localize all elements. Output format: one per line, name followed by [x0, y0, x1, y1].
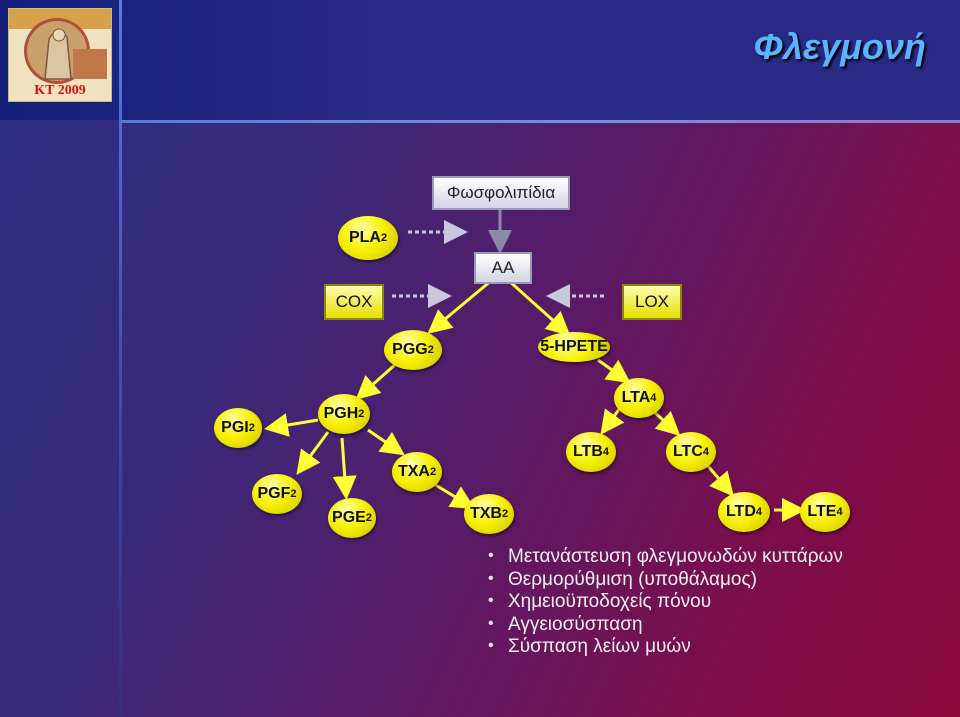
pgg2-sub: 2 [428, 344, 434, 356]
arrow-pgh2-txa2 [368, 430, 400, 452]
pge2-sub: 2 [366, 512, 372, 524]
lta4-sub: 4 [650, 392, 656, 404]
arrow-pgg2-pgh2 [360, 362, 398, 396]
txa2-label: TXA [398, 463, 430, 481]
arrow-lta4-ltb4 [604, 408, 620, 430]
ltd4-sub: 4 [756, 506, 762, 518]
hpete-label: 5-HPETE [540, 338, 608, 356]
aa-box: AA [474, 252, 532, 284]
txb2-sub: 2 [502, 508, 508, 520]
list-item: Μετανάστευση φλεγμονωδών κυττάρων [488, 546, 843, 569]
arrow-pgh2-pge2 [342, 438, 346, 494]
pla2-sub: 2 [381, 232, 387, 244]
ltc4-label: LTC [673, 443, 703, 461]
txb2-label: TXB [470, 505, 502, 523]
lox-box: LOX [622, 284, 682, 320]
list-item: Θερμορύθμιση (υποθάλαμος) [488, 569, 843, 592]
cox-box: COX [324, 284, 384, 320]
pgi2-label: PGI [221, 419, 249, 437]
arrow-txa2-txb2 [434, 484, 470, 506]
arrow-pgh2-pgf2 [300, 432, 328, 470]
arrow-ltc4-ltd4 [708, 466, 730, 492]
list-item: Σύσπαση λείων μυών [488, 636, 843, 659]
phospholipids-box: Φωσφολιπίδια [432, 176, 570, 210]
arrow-aa-hpete [508, 280, 566, 332]
lte4-label: LTE [807, 503, 836, 521]
ltd4-label: LTD [726, 503, 756, 521]
pgh2-label: PGH [324, 405, 359, 423]
ltc4-sub: 4 [703, 446, 709, 458]
pge2-label: PGE [332, 509, 366, 527]
ltb4-sub: 4 [603, 446, 609, 458]
arrow-aa-pgg2 [432, 280, 492, 330]
arrow-hpete-lta4 [598, 360, 626, 380]
pgg2-label: PGG [392, 341, 428, 359]
list-item: Αγγειοσύσπαση [488, 614, 843, 637]
pgi2-sub: 2 [249, 422, 255, 434]
pgf2-sub: 2 [290, 488, 296, 500]
ltb4-label: LTB [573, 443, 603, 461]
pla2-label: PLA [349, 229, 381, 247]
pgf2-label: PGF [257, 485, 290, 503]
effects-list: Μετανάστευση φλεγμονωδών κυττάρων Θερμορ… [488, 546, 843, 659]
lte4-sub: 4 [836, 506, 842, 518]
list-item: Χημειοϋποδοχείς πόνου [488, 591, 843, 614]
txa2-sub: 2 [430, 466, 436, 478]
pgh2-sub: 2 [358, 408, 364, 420]
hpete-node: 5-HPETE [538, 332, 610, 362]
arrow-pgh2-pgi2 [270, 420, 318, 428]
lta4-label: LTA [622, 389, 651, 407]
arrow-lta4-ltc4 [652, 410, 676, 432]
